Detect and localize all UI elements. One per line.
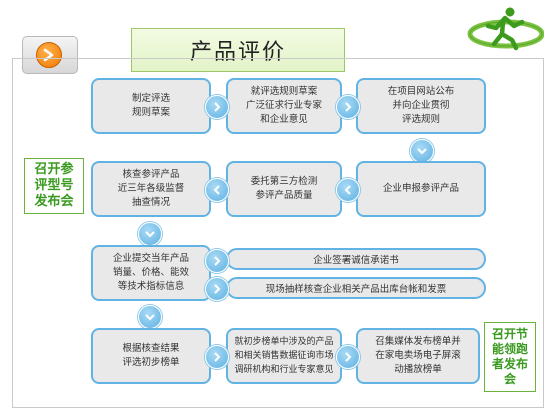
next-arrow-button[interactable] [22,36,78,74]
runner-logo-icon [467,7,544,51]
flow-frame [12,58,544,408]
label-participant-launch: 召开参 评型号 发布会 [24,158,84,214]
chevron-right-icon [205,95,229,119]
chevron-left-icon [205,178,229,202]
page-title: 产品评价 [131,28,345,72]
chevron-right-icon [205,277,229,301]
chevron-left-icon [336,178,360,202]
chevron-right-icon [336,345,360,369]
step-publish-rules: 在项目网站公布 并向企业贯彻 评选规则 [356,78,486,134]
step-enterprise-apply: 企业申报参评产品 [356,161,486,217]
step-preliminary-list: 根据核查结果 评选初步榜单 [91,328,211,384]
step-publish-list: 召集媒体发布榜单并 在家电卖场电子屏滚 动播放榜单 [356,328,480,384]
chevron-down-icon [410,139,434,163]
step-consult-experts: 就初步榜单中涉及的产品 和相关销售数据征询市场 调研机构和行业专家意见 [226,328,342,384]
step-submit-indicators: 企业提交当年产品 销量、价格、能效 等技术指标信息 [91,245,211,301]
chevron-right-icon [336,95,360,119]
step-third-party-testing: 委托第三方检测 参评产品质量 [226,161,342,217]
label-leader-launch: 召开节 能领跑 者发布 会 [484,322,536,392]
step-solicit-opinions: 就评选规则草案 广泛征求行业专家 和企业意见 [226,78,342,134]
chevron-right-icon [205,345,229,369]
step-onsite-sampling: 现场抽样核查企业相关产品出库台帐和发票 [226,277,486,299]
orange-arrow-icon [36,42,62,68]
chevron-down-icon [138,222,162,246]
step-verify-inspections: 核查参评产品 近三年各级监督 抽查情况 [91,161,211,217]
step-sign-commitment: 企业签署诚信承诺书 [226,248,486,270]
step-draft-rules: 制定评选 规则草案 [91,78,211,134]
chevron-right-icon [205,249,229,273]
chevron-down-icon [138,305,162,329]
